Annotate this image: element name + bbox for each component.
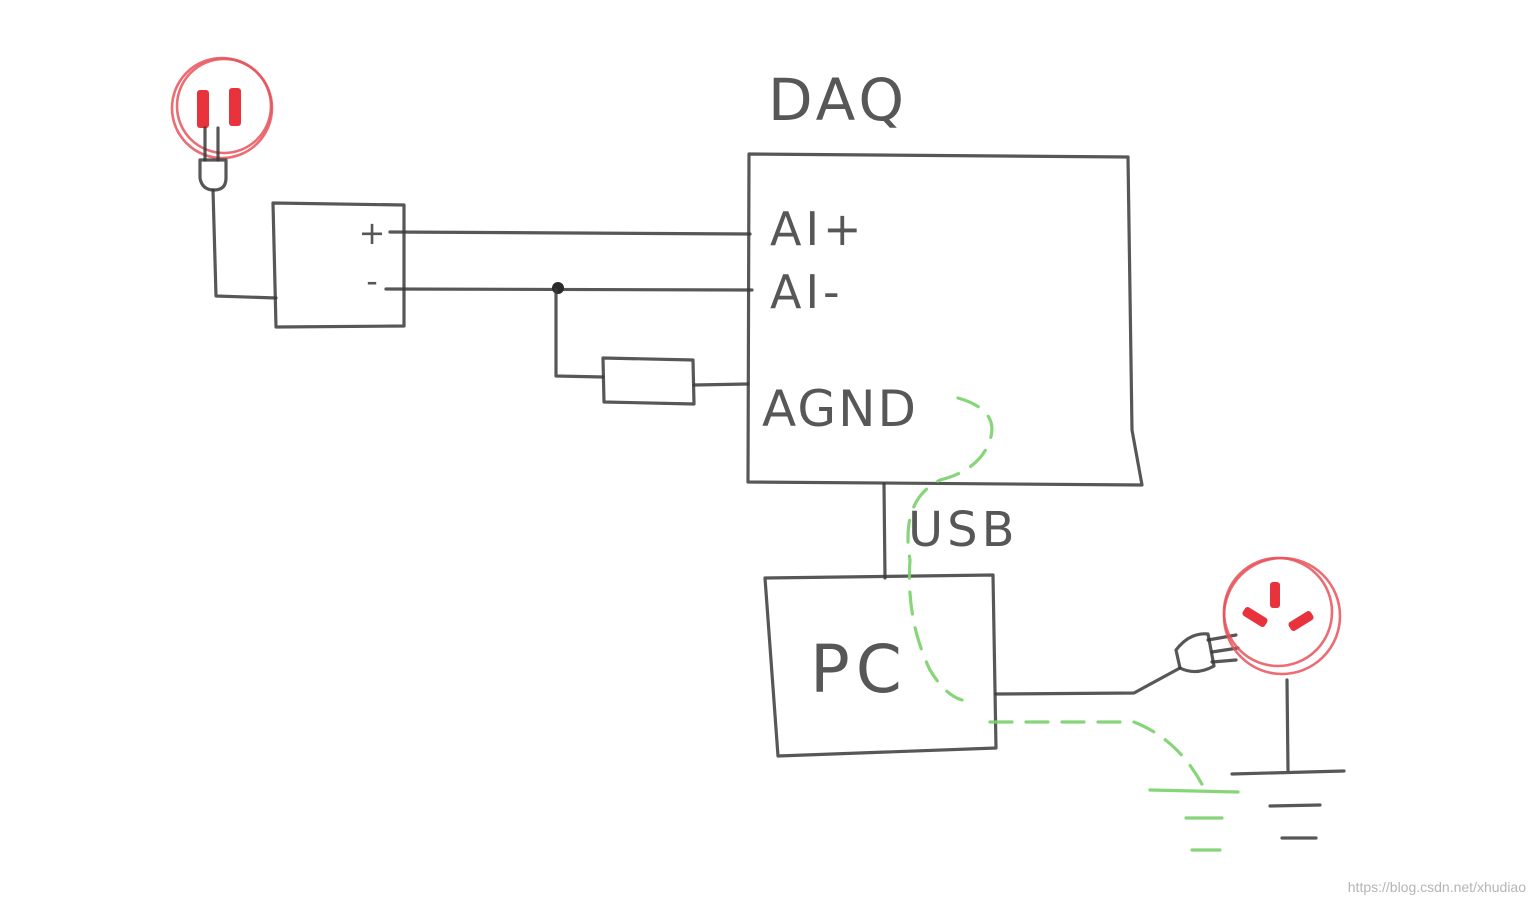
ground-loop-path bbox=[906, 396, 1240, 852]
junction-dot-icon bbox=[552, 282, 564, 294]
usb-cable bbox=[882, 482, 887, 580]
resistor-icon bbox=[601, 356, 696, 406]
pc-label: PC bbox=[810, 631, 908, 708]
ai-minus-terminal: AI- bbox=[770, 265, 844, 319]
watermark-text: https://blog.csdn.net/xhudiao bbox=[1348, 879, 1526, 895]
wire-agnd bbox=[692, 382, 750, 387]
wire-branch bbox=[554, 288, 605, 379]
agnd-terminal: AGND bbox=[762, 380, 918, 438]
power-cord bbox=[211, 188, 278, 300]
sensor-box bbox=[271, 201, 406, 329]
ai-plus-terminal: AI+ bbox=[770, 202, 866, 256]
usb-label: USB bbox=[908, 502, 1019, 558]
ground-symbol-icon bbox=[1230, 678, 1346, 840]
plug-icon bbox=[1174, 632, 1240, 674]
pc-power-cord bbox=[994, 666, 1182, 696]
pc-box bbox=[763, 573, 998, 758]
daq-title: DAQ bbox=[768, 66, 908, 134]
three-prong-outlet-icon bbox=[1222, 556, 1342, 676]
wire-ai-minus bbox=[384, 287, 754, 292]
daq-box bbox=[746, 152, 1144, 487]
plug-icon bbox=[198, 126, 228, 192]
two-prong-outlet-icon bbox=[170, 56, 274, 160]
sensor-minus-label: - bbox=[366, 262, 378, 300]
sensor-plus-label: + bbox=[359, 214, 386, 252]
wire-ai-plus bbox=[388, 230, 752, 236]
